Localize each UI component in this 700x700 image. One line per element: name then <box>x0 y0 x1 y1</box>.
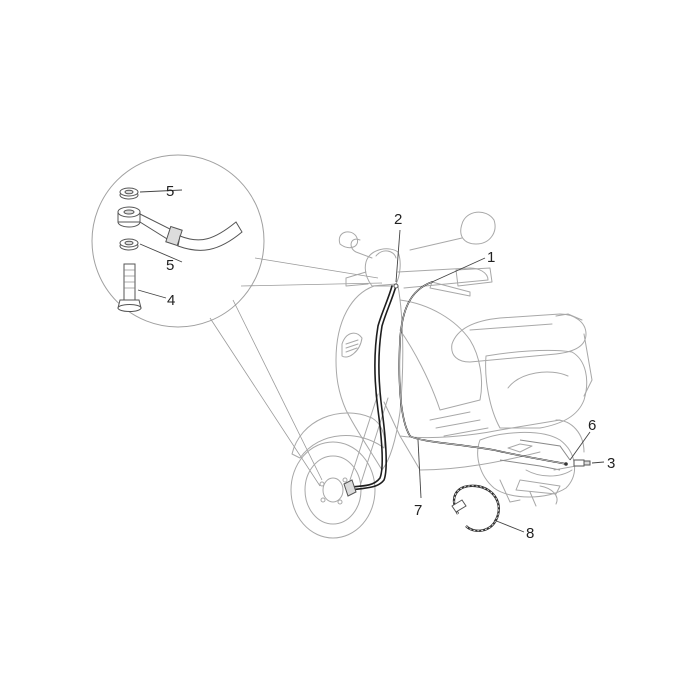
callout-3: 3 <box>607 455 615 472</box>
callout-4: 4 <box>167 292 175 309</box>
callout-8: 8 <box>526 525 534 542</box>
callout-labels: 1 2 3 4 5 5 6 7 8 <box>166 183 615 542</box>
banjo-bolt-icon <box>117 263 142 312</box>
banjo-fitting-icon <box>117 206 243 251</box>
callout-1: 1 <box>487 249 495 266</box>
banjo-washer-lower-icon <box>119 238 139 251</box>
hose-clamp-icon <box>451 484 500 532</box>
banjo-washer-upper-icon <box>119 187 139 200</box>
callout-2: 2 <box>394 211 402 228</box>
brake-hose-rear <box>398 281 568 466</box>
callout-6: 6 <box>588 417 596 434</box>
callout-7: 7 <box>414 502 422 519</box>
callout-5-upper: 5 <box>166 183 174 200</box>
callout-5-lower: 5 <box>166 257 174 274</box>
screw-icon <box>573 459 591 467</box>
leader-lines <box>137 189 605 533</box>
brake-hose-front <box>343 283 399 497</box>
scooter-outline <box>290 211 593 539</box>
